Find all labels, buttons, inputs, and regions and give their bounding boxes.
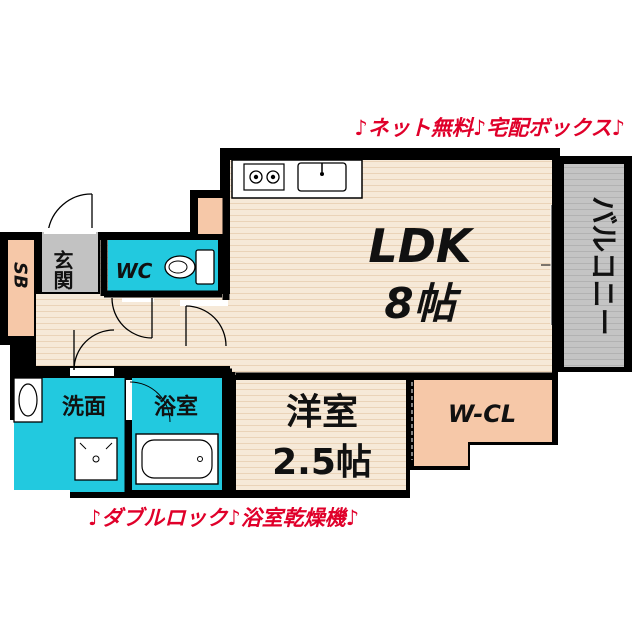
wcl-label: W-CL <box>448 400 516 428</box>
ldk-storage <box>198 198 226 234</box>
entrance-floor <box>42 232 98 292</box>
bathroom-label: 浴室 <box>154 394 198 420</box>
ldk-name-label: LDK <box>368 219 474 273</box>
shoebox <box>8 240 34 336</box>
shoebox-label: SB <box>10 262 31 289</box>
washroom-label: 洗面 <box>62 395 106 420</box>
western-room-size-label: 2.5帖 <box>272 442 372 483</box>
wc-label: WC <box>116 259 153 283</box>
balcony-floor <box>563 163 625 368</box>
door-arcs <box>73 297 227 423</box>
western-room-name-label: 洋室 <box>286 392 358 433</box>
banner-bottom-text: ♪ダブルロック♪浴室乾燥機♪ <box>88 506 359 530</box>
sink-icon <box>297 162 347 192</box>
ldk-size-label: 8帖 <box>384 279 461 328</box>
stove-icon <box>243 163 285 191</box>
washbasin-icon <box>13 377 43 423</box>
washer-pan-icon <box>74 437 118 481</box>
entrance-label: 玄関 <box>50 249 74 291</box>
western-room-floor <box>236 380 406 490</box>
banner-top-text: ♪ネット無料♪宅配ボックス♪ <box>354 116 625 140</box>
toilet-icon <box>164 249 215 285</box>
walk-in-closet-floor <box>414 380 552 442</box>
door-swing-icon <box>44 193 96 234</box>
bathtub-icon <box>135 433 219 485</box>
balcony-label: バルコニー <box>587 196 620 335</box>
